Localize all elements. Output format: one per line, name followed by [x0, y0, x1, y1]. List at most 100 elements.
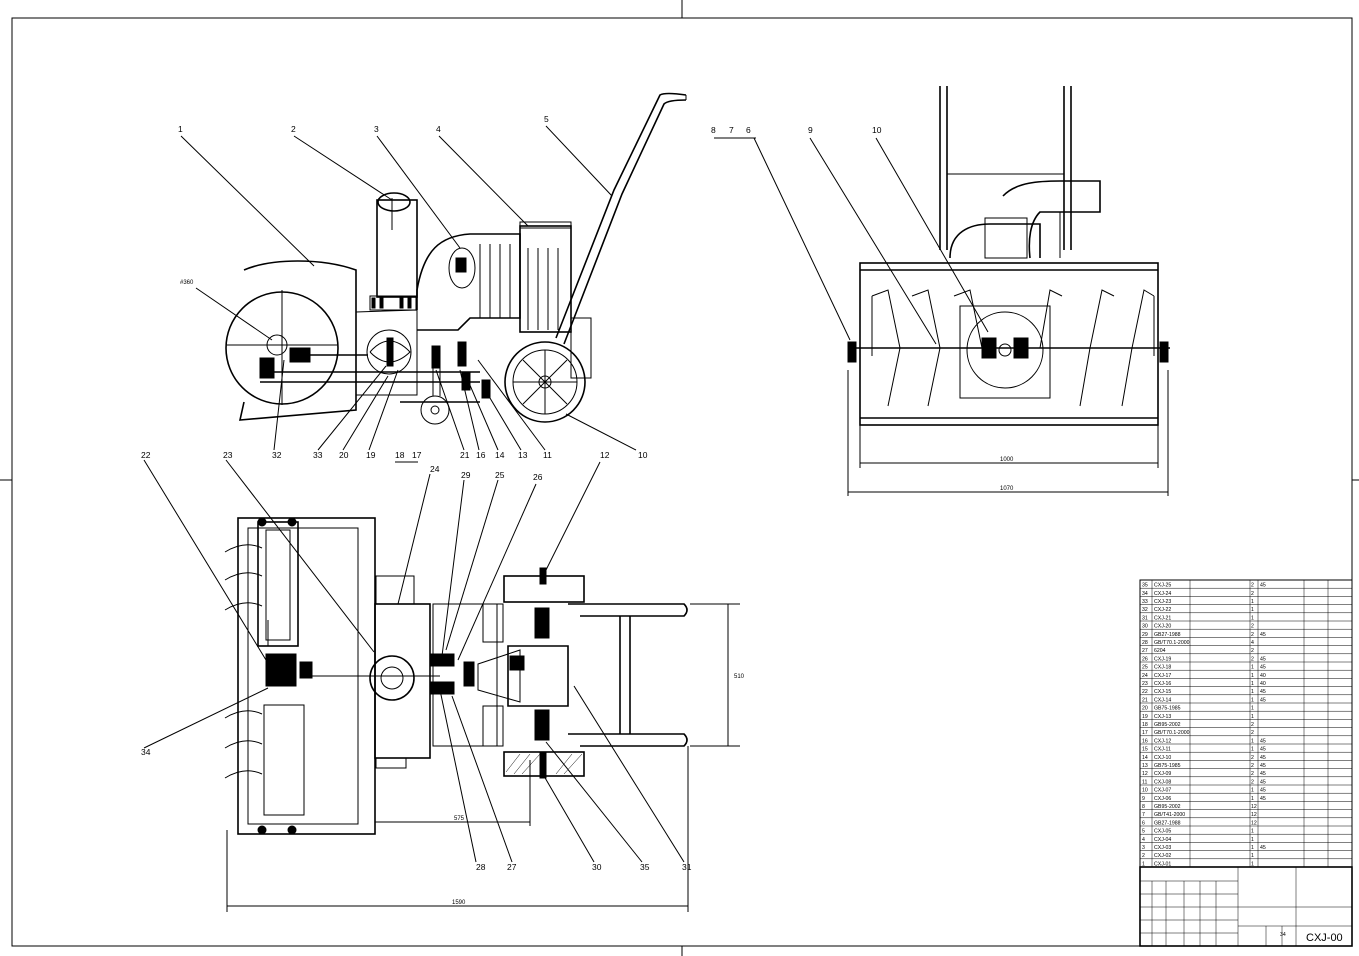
- bom-no: 14: [1142, 755, 1148, 761]
- bom-qty: 1: [1251, 796, 1254, 802]
- bom-no: 5: [1142, 829, 1145, 835]
- bom-no: 8: [1142, 804, 1145, 810]
- bom-no: 21: [1142, 697, 1148, 703]
- callout-17: 17: [412, 450, 422, 460]
- bom-material: 40: [1260, 673, 1266, 679]
- bom-material: 45: [1260, 845, 1266, 851]
- callout-19: 19: [366, 450, 376, 460]
- bom-code: CXJ-20: [1154, 624, 1171, 630]
- bom-code: CXJ-08: [1154, 779, 1171, 785]
- bom-code: GB95-2002: [1154, 804, 1181, 810]
- bom-material: 45: [1260, 656, 1266, 662]
- bom-no: 23: [1142, 681, 1148, 687]
- bom-qty: 2: [1251, 722, 1254, 728]
- callout-14: 14: [495, 450, 505, 460]
- bom-code: GB/T70.1-2000: [1154, 730, 1190, 736]
- bom-material: 45: [1260, 755, 1266, 761]
- callout-24: 24: [430, 464, 440, 474]
- bom-code: CXJ-18: [1154, 665, 1171, 671]
- bom-code: CXJ-09: [1154, 771, 1171, 777]
- bom-code: CXJ-12: [1154, 738, 1171, 744]
- bom-qty: 1: [1251, 853, 1254, 859]
- bom-qty: 1: [1251, 689, 1254, 695]
- bom-no: 19: [1142, 714, 1148, 720]
- bom-no: 20: [1142, 706, 1148, 712]
- bom-qty: 1: [1251, 615, 1254, 621]
- dim-1000: 1000: [1000, 457, 1014, 463]
- bom-qty: 1: [1251, 665, 1254, 671]
- bom-qty: 1: [1251, 738, 1254, 744]
- bom-qty: 2: [1251, 632, 1254, 638]
- bom-no: 13: [1142, 763, 1148, 769]
- callout-29: 29: [461, 470, 471, 480]
- callout-30: 30: [592, 862, 602, 872]
- bom-qty: 4: [1251, 640, 1254, 646]
- bom-code: GB75-1985: [1154, 763, 1181, 769]
- bom-code: CXJ-07: [1154, 788, 1171, 794]
- callout-8: 8: [711, 125, 716, 135]
- callout-4: 4: [436, 124, 441, 134]
- bom-qty: 2: [1251, 648, 1254, 654]
- callout-33: 33: [313, 450, 323, 460]
- bom-material: 45: [1260, 689, 1266, 695]
- callout-32: 32: [272, 450, 282, 460]
- bom-code: GB/T41-2000: [1154, 812, 1185, 818]
- bom-material: 45: [1260, 632, 1266, 638]
- bom-qty: 1: [1251, 837, 1254, 843]
- bom-qty: 1: [1251, 607, 1254, 613]
- bom-no: 10: [1142, 788, 1148, 794]
- bom-no: 15: [1142, 747, 1148, 753]
- bom-no: 28: [1142, 640, 1148, 646]
- bom-qty: 1: [1251, 681, 1254, 687]
- bom-qty: 1: [1251, 788, 1254, 794]
- bom-code: GB27-1988: [1154, 632, 1181, 638]
- bom-no: 27: [1142, 648, 1148, 654]
- bom-code: CXJ-17: [1154, 673, 1171, 679]
- bom-code: CXJ-13: [1154, 714, 1171, 720]
- bom-no: 35: [1142, 583, 1148, 589]
- bom-no: 12: [1142, 771, 1148, 777]
- bom-qty: 1: [1251, 714, 1254, 720]
- callout-2: 2: [291, 124, 296, 134]
- bom-no: 25: [1142, 665, 1148, 671]
- bom-code: CXJ-24: [1154, 591, 1171, 597]
- bom-qty: 2: [1251, 656, 1254, 662]
- callout-5: 5: [544, 114, 549, 124]
- callout-10: 10: [872, 125, 882, 135]
- bom-code: CXJ-05: [1154, 829, 1171, 835]
- bom-qty: 1: [1251, 829, 1254, 835]
- callout-23: 23: [223, 450, 233, 460]
- bom-material: 45: [1260, 788, 1266, 794]
- bom-qty: 12: [1251, 812, 1257, 818]
- bom-no: 11: [1142, 779, 1147, 785]
- bom-qty: 1: [1251, 599, 1254, 605]
- bom-code: CXJ-22: [1154, 607, 1171, 613]
- bom-no: 30: [1142, 624, 1148, 630]
- bom-qty: 2: [1251, 755, 1254, 761]
- top-view: 510 575 1590 22 23 24 25 26 29 12 34 28 …: [141, 450, 745, 912]
- dim-1590: 1590: [452, 900, 466, 906]
- callout-26: 26: [533, 472, 543, 482]
- bom-code: CXJ-11: [1154, 747, 1171, 753]
- bom-qty: 2: [1251, 583, 1254, 589]
- bom-code: CXJ-16: [1154, 681, 1171, 687]
- bom-no: 2: [1142, 853, 1145, 859]
- callout-27: 27: [507, 862, 517, 872]
- bom-code: GB/T70.1-2000: [1154, 640, 1190, 646]
- side-view: 1 2 3 4 5 32 33 20 19 18 17 21 16 14 13 …: [178, 92, 687, 463]
- bom-qty: 2: [1251, 771, 1254, 777]
- bom-no: 33: [1142, 599, 1148, 605]
- dim-1070: 1070: [1000, 486, 1014, 492]
- bom-no: 34: [1142, 591, 1148, 597]
- callout-13: 11: [543, 450, 552, 460]
- bom-material: 45: [1260, 583, 1266, 589]
- callout-15: 13: [518, 450, 528, 460]
- dim-575: 575: [454, 816, 465, 822]
- bom-qty: 2: [1251, 624, 1254, 630]
- bom-material: 45: [1260, 747, 1266, 753]
- bom-code: GB95-2002: [1154, 722, 1181, 728]
- bom-qty: 12: [1251, 820, 1257, 826]
- bom-qty: 2: [1251, 591, 1254, 597]
